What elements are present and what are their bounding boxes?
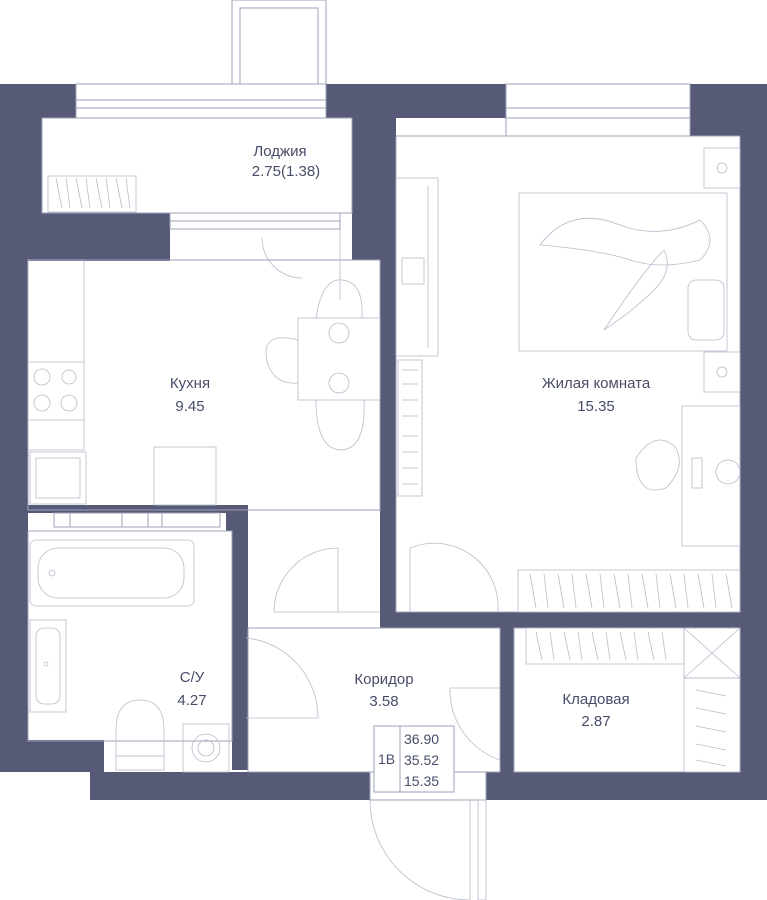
- kitchen-room: Кухня 9.45: [27, 229, 381, 511]
- windows: [75, 0, 691, 230]
- storage-label: Кладовая: [562, 691, 629, 708]
- living-room: Жилая комната 15.35: [395, 135, 741, 613]
- bathroom-area: 4.27: [177, 692, 206, 709]
- storage-room: Кладовая 2.87: [513, 627, 741, 773]
- loggia-area: 2.75(1.38): [252, 163, 320, 180]
- corridor-label: Коридор: [354, 671, 413, 688]
- summary-total: 36.90: [404, 731, 439, 747]
- storage-area: 2.87: [581, 713, 610, 730]
- living-area: 15.35: [577, 398, 615, 415]
- walls: [0, 84, 767, 800]
- bathroom-room: С/У 4.27: [27, 530, 233, 773]
- kitchen-label: Кухня: [170, 375, 210, 392]
- summary-type: 1В: [378, 751, 395, 767]
- loggia-room: Лоджия 2.75(1.38): [41, 117, 353, 214]
- living-label: Жилая комната: [542, 375, 651, 392]
- loggia-label: Лоджия: [253, 143, 306, 160]
- summary-living: 15.35: [404, 773, 439, 789]
- summary-table: 1В 36.90 35.52 15.35: [373, 725, 455, 793]
- kitchen-area: 9.45: [175, 398, 204, 415]
- bathroom-label: С/У: [180, 669, 205, 686]
- partition-strip: [53, 512, 221, 528]
- summary-net: 35.52: [404, 752, 439, 768]
- corridor-area: 3.58: [369, 693, 398, 710]
- corridor-room: Коридор 3.58: [245, 542, 501, 900]
